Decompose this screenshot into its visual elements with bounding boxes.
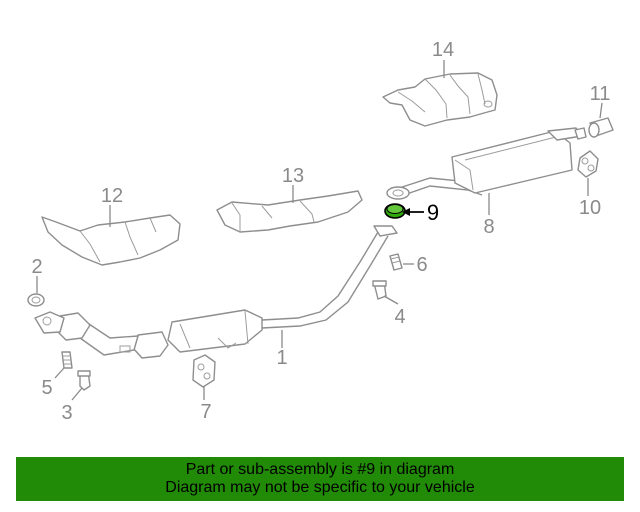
- callout-8: 8: [483, 216, 494, 238]
- callout-2: 2: [31, 256, 42, 278]
- callout-5: 5: [41, 377, 52, 399]
- callout-6: 6: [416, 254, 427, 276]
- part-6-stud[interactable]: [389, 253, 403, 271]
- callout-10: 10: [579, 197, 601, 219]
- part-1-front-pipe[interactable]: [34, 225, 398, 359]
- part-2-gasket[interactable]: [27, 293, 45, 307]
- banner-line-part: Part or sub-assembly is #9 in diagram: [185, 461, 455, 478]
- part-13-heat-shield[interactable]: [216, 190, 363, 233]
- callout-12: 12: [101, 185, 123, 207]
- part-9-gasket-highlighted[interactable]: [384, 203, 406, 219]
- part-8-muffler[interactable]: [386, 127, 587, 200]
- callout-3: 3: [61, 402, 72, 424]
- callout-14: 14: [432, 39, 454, 61]
- part-info-banner: Part or sub-assembly is #9 in diagram Di…: [16, 457, 624, 501]
- leader-lines: [36, 60, 603, 401]
- part-4-bolt[interactable]: [372, 280, 387, 300]
- part-3-bolt[interactable]: [77, 370, 91, 391]
- callout-1: 1: [276, 347, 287, 369]
- callout-9-highlighted: 9: [427, 200, 439, 225]
- part-14-heat-shield[interactable]: [382, 72, 498, 127]
- callout-11: 11: [590, 83, 611, 105]
- part-5-stud[interactable]: [61, 351, 73, 369]
- callout-13: 13: [282, 165, 304, 187]
- part-7-hanger[interactable]: [192, 354, 216, 388]
- part-10-hanger[interactable]: [577, 150, 599, 178]
- part-11-tail-pipe-tip[interactable]: [588, 117, 614, 138]
- callout-7: 7: [200, 401, 211, 423]
- banner-line-disclaimer: Diagram may not be specific to your vehi…: [165, 479, 475, 496]
- callout-4: 4: [394, 306, 405, 328]
- part-12-heat-shield[interactable]: [41, 214, 181, 266]
